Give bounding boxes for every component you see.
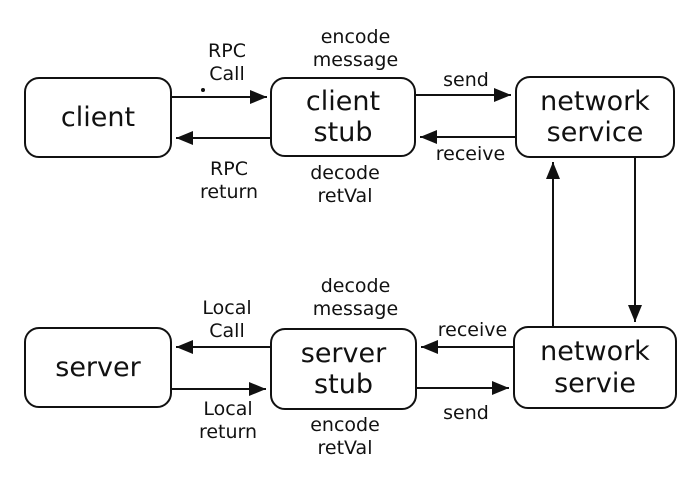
box-server-stub: server stub [270, 328, 417, 410]
label-rpc-call: RPC Call [208, 40, 246, 86]
box-network-service-top: network service [515, 76, 675, 158]
box-network-servie-bottom-label-line2: servie [554, 367, 636, 399]
label-encode-message: encode message [312, 26, 399, 72]
box-server-label: server [55, 351, 141, 383]
box-server-stub-label-line1: server [300, 337, 387, 369]
box-client: client [24, 77, 172, 158]
label-decode-retval: decode retVal [310, 162, 380, 208]
label-send-top: send [443, 69, 489, 91]
box-network-service-top-label-line2: service [546, 117, 644, 148]
box-client-stub: client stub [270, 77, 416, 157]
box-network-servie-bottom: network servie [513, 326, 677, 409]
label-receive-top: receive [435, 143, 506, 165]
label-rpc-return: RPC return [199, 158, 259, 204]
box-client-stub-label-line2: stub [313, 117, 373, 148]
box-client-label: client [60, 101, 136, 133]
label-receive-bottom: receive [437, 319, 508, 341]
box-network-service-top-label-line1: network [540, 85, 650, 117]
stray-ink-dot [201, 88, 205, 92]
box-client-stub-label-line1: client [305, 85, 381, 117]
label-send-bottom: send [443, 402, 489, 424]
label-local-return: Local return [198, 398, 258, 444]
box-network-servie-bottom-label-line1: network [540, 336, 650, 368]
box-server: server [24, 327, 172, 408]
label-encode-retval: encode retVal [310, 414, 380, 460]
label-local-call: Local Call [202, 297, 252, 343]
box-server-stub-label-line2: stub [314, 369, 373, 400]
label-decode-message: decode message [312, 275, 399, 321]
